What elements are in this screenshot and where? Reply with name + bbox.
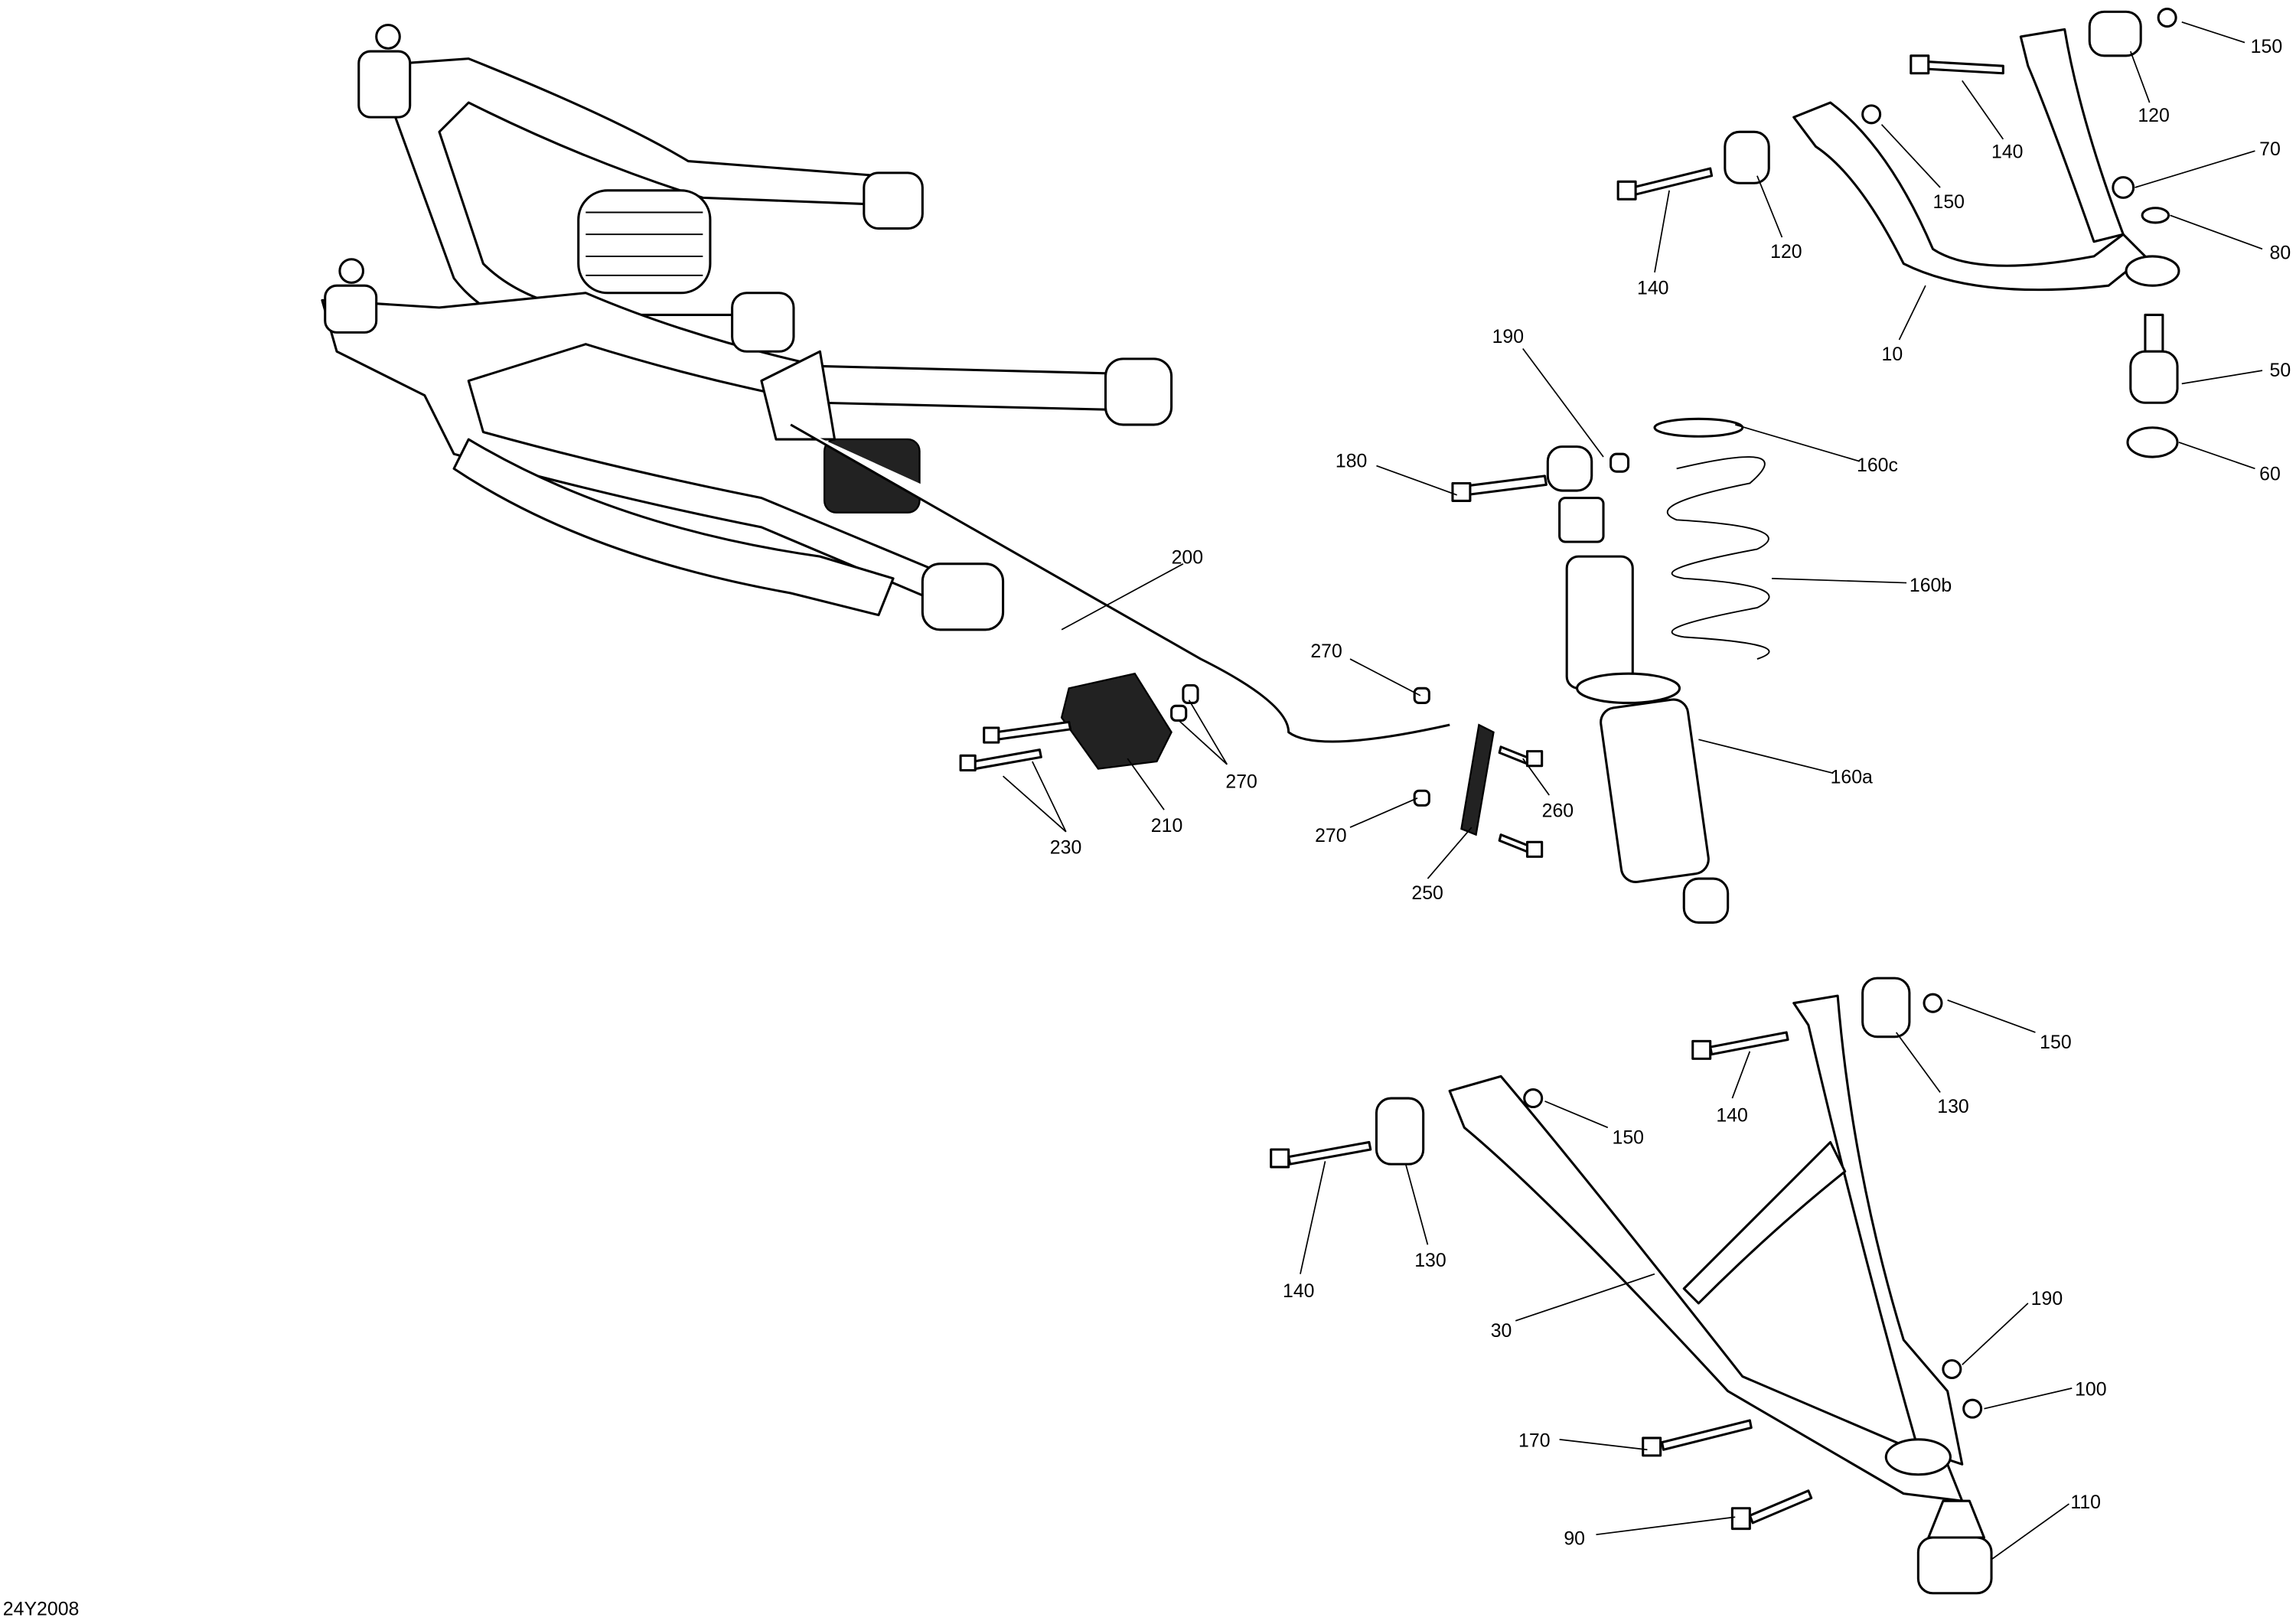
callout: 90 xyxy=(1564,1528,1585,1550)
lower-a-arm xyxy=(1270,977,1993,1595)
callout: 120 xyxy=(2138,105,2169,126)
callout: 170 xyxy=(1518,1430,1550,1451)
callout: 150 xyxy=(2251,36,2282,57)
callout: 30 xyxy=(1491,1320,1512,1342)
callout: 10 xyxy=(1882,344,1903,365)
callout: 190 xyxy=(1492,326,1524,347)
callout: 180 xyxy=(1336,450,1367,471)
callout: 160a xyxy=(1831,767,1873,788)
callout: 160b xyxy=(1910,575,1952,596)
diagram-id: 24Y2008 xyxy=(3,1598,80,1619)
callout: 270 xyxy=(1310,641,1342,662)
shock-absorber xyxy=(1451,445,1730,924)
upper-a-arm xyxy=(1616,8,2180,458)
callout: 140 xyxy=(1283,1280,1314,1302)
callout: 100 xyxy=(2075,1378,2106,1400)
callout: 80 xyxy=(2270,243,2291,264)
callout: 150 xyxy=(1613,1127,1644,1148)
callout: 250 xyxy=(1411,882,1443,904)
callout: 230 xyxy=(1050,837,1081,859)
callout: 140 xyxy=(1637,278,1668,299)
callout: 130 xyxy=(1937,1096,1968,1117)
callout: 270 xyxy=(1315,825,1346,846)
callout: 140 xyxy=(1716,1105,1747,1127)
callout-labels: 150 120 140 150 140 120 70 80 10 50 60 1… xyxy=(1050,36,2291,1550)
callout: 210 xyxy=(1151,815,1182,836)
sway-bar-bracket xyxy=(959,672,1430,807)
callout: 150 xyxy=(1933,191,1965,213)
callout: 270 xyxy=(1225,771,1257,792)
callout: 60 xyxy=(2259,464,2281,485)
callout: 140 xyxy=(1991,142,2023,163)
callout: 70 xyxy=(2259,139,2281,160)
callout: 260 xyxy=(1542,801,1574,822)
callout: 130 xyxy=(1414,1250,1446,1271)
coil-spring xyxy=(1653,417,1770,660)
callout: 200 xyxy=(1172,547,1203,569)
sway-bar-link xyxy=(1460,723,1544,858)
callout: 190 xyxy=(2031,1288,2063,1309)
callout: 160c xyxy=(1857,455,1898,476)
callout: 120 xyxy=(1770,241,1802,263)
leader-lines xyxy=(1003,21,2263,1560)
callout: 110 xyxy=(2070,1492,2101,1513)
callout: 50 xyxy=(2270,360,2291,381)
assembled-suspension xyxy=(321,24,1173,631)
callout: 150 xyxy=(2040,1032,2071,1053)
